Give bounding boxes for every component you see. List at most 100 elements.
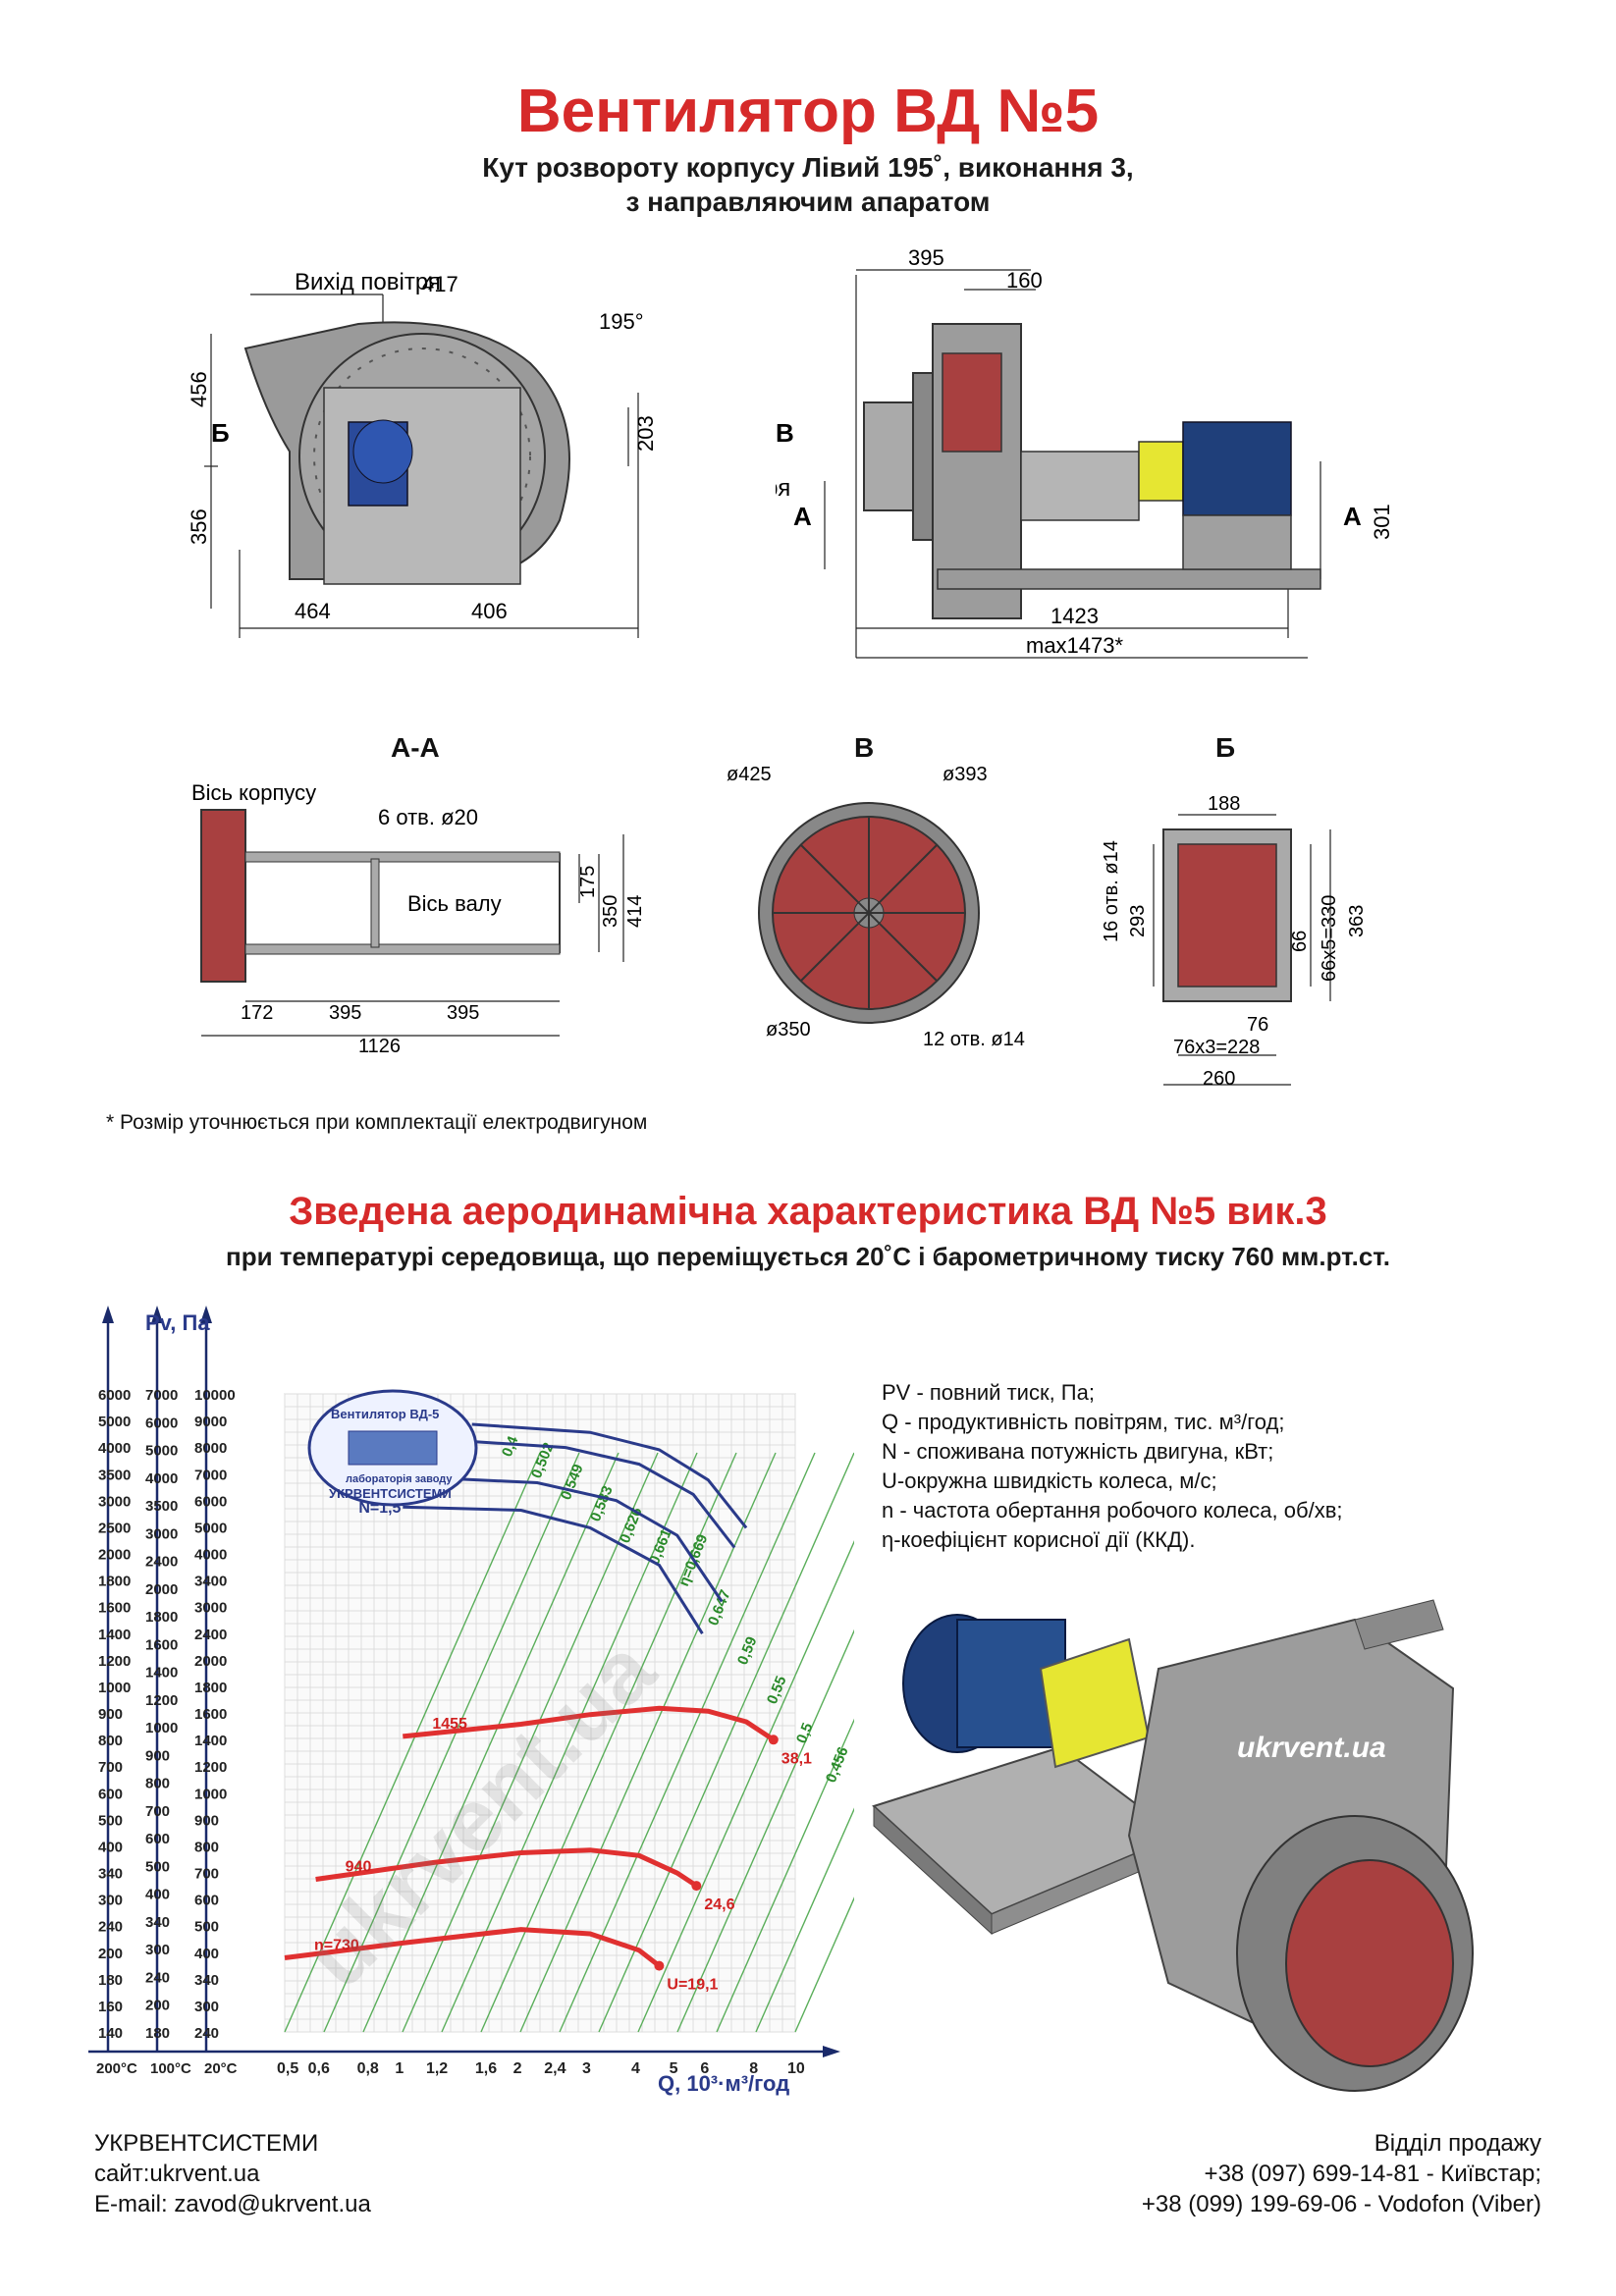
- aa-axis-shaft: Вісь валу: [407, 891, 502, 916]
- y-tick-label: 400: [145, 1887, 170, 1903]
- y-tick-label: 2000: [145, 1581, 178, 1598]
- legend-item: U-окружна швидкість колеса, м/с;: [882, 1468, 1217, 1493]
- y-axis-arrow: [200, 1306, 212, 1323]
- footer-right: Відділ продажу +38 (097) 699-14-81 - Киї…: [1142, 2128, 1541, 2219]
- speed-curve-label: 940: [346, 1858, 372, 1875]
- efficiency-ray: [402, 1452, 659, 2033]
- y-tick-label: 140: [98, 2025, 123, 2042]
- badge-fan-icon: [348, 1430, 438, 1466]
- efficiency-label: 0,5: [793, 1721, 817, 1746]
- footer-site[interactable]: сайт:ukrvent.ua: [94, 2161, 260, 2187]
- legend-item: PV - повний тиск, Па;: [882, 1380, 1095, 1405]
- y-tick-label: 1800: [194, 1680, 227, 1696]
- render-watermark: ukrvent.ua: [1237, 1732, 1386, 1764]
- y-tick-label: 800: [145, 1776, 170, 1792]
- y-axis-arrow: [151, 1306, 163, 1323]
- aa-dim-395b: 395: [447, 1002, 479, 1024]
- aero-chart: Pv, ПаQ, 10³·м³/год600050004000350030002…: [88, 1306, 854, 2096]
- efficiency-label: 0,4: [499, 1433, 522, 1459]
- dim-456: 456: [187, 371, 211, 407]
- b-dim-76: 76: [1247, 1014, 1268, 1036]
- efficiency-ray: [716, 1718, 854, 2033]
- footer-left: УКРВЕНТСИСТЕМИ сайт:ukrvent.ua E-mail: z…: [94, 2128, 371, 2219]
- speed-curve-end-point: [691, 1881, 702, 1892]
- x-axis-arrow: [823, 2046, 840, 2057]
- footer-phone-1[interactable]: +38 (097) 699-14-81 - Київстар;: [1204, 2161, 1541, 2187]
- y-tick-label: 240: [194, 2025, 219, 2042]
- side-view-drawing: 395 160 В А А Вхід повітря 301 1423 max1…: [776, 245, 1394, 659]
- footnote: * Розмір уточнюється при комплектації ел…: [106, 1111, 648, 1134]
- x-tick-label: 1: [395, 2060, 404, 2077]
- power-curve: [403, 1505, 704, 1634]
- dim-464: 464: [295, 599, 331, 623]
- footer-email[interactable]: E-mail: zavod@ukrvent.ua: [94, 2191, 371, 2217]
- dim-417: 417: [422, 272, 458, 296]
- y-tick-label: 1800: [98, 1574, 131, 1590]
- y-tick-label: 600: [145, 1831, 170, 1847]
- x-tick-label: 2: [513, 2060, 522, 2077]
- x-tick-label: 10: [787, 2060, 805, 2077]
- section-b-drawing: 188 16 отв. ø14 293 66x5=330 363 66 76 7…: [1101, 793, 1368, 1090]
- y-tick-label: 800: [98, 1733, 123, 1749]
- efficiency-ray: [794, 1896, 854, 2033]
- v-dim-393: ø393: [943, 764, 988, 785]
- y-tick-label: 2000: [98, 1547, 131, 1564]
- aa-holes: 6 отв. ø20: [378, 805, 478, 829]
- y-tick-label: 1400: [194, 1733, 227, 1749]
- front-air-out: Вихід повітря: [295, 269, 441, 295]
- speed-curve-label: 1455: [432, 1716, 467, 1733]
- side-dim-395: 395: [908, 245, 944, 270]
- section-b-title: Б: [1215, 732, 1236, 763]
- aero-title: Зведена аеродинамічна характеристика ВД …: [289, 1190, 1327, 1233]
- dim-406: 406: [471, 599, 508, 623]
- y-tick-label: 9000: [194, 1414, 227, 1430]
- y-tick-label: 340: [98, 1866, 123, 1883]
- aero-subtitle: при температурі середовища, що переміщує…: [226, 1242, 1390, 1271]
- section-aa-title: А-А: [391, 732, 440, 763]
- b-dim-66: 66: [1289, 931, 1311, 952]
- y-tick-label: 240: [145, 1969, 170, 1986]
- x-tick-label: 8: [749, 2060, 758, 2077]
- y-tick-label: 700: [98, 1759, 123, 1776]
- section-aa-drawing: Вісь корпусу 6 отв. ø20 Вісь валу 175 35…: [191, 780, 646, 1057]
- page-title: Вентилятор ВД №5: [516, 78, 1100, 145]
- y-tick-label: 2400: [194, 1627, 227, 1643]
- b-dim-76x3: 76x3=228: [1173, 1037, 1260, 1058]
- dim-angle: 195°: [599, 309, 644, 334]
- badge-top-text: Вентилятор ВД-5: [331, 1407, 439, 1421]
- fan-housing-front: [243, 321, 570, 585]
- y-tick-label: 900: [145, 1747, 170, 1764]
- efficiency-ray: [637, 1540, 854, 2033]
- y-tick-label: 300: [194, 1999, 219, 2015]
- x-tick-label: 6: [700, 2060, 709, 2077]
- side-dim-301: 301: [1370, 504, 1394, 540]
- y-axis-title: Pv, Па: [145, 1310, 210, 1335]
- temp-label: 100°С: [150, 2060, 191, 2077]
- aa-dim-1126: 1126: [358, 1036, 401, 1057]
- temp-label: 200°С: [96, 2060, 137, 2077]
- legend-item: Q - продуктивність повітрям, тис. м³/год…: [882, 1410, 1285, 1434]
- b-dim-363: 363: [1346, 905, 1368, 937]
- y-tick-label: 1000: [145, 1720, 178, 1736]
- efficiency-ray: [676, 1629, 854, 2033]
- y-tick-label: 2500: [98, 1520, 131, 1536]
- y-tick-label: 600: [194, 1893, 219, 1909]
- x-axis-title: Q, 10³·м³/год: [658, 2071, 789, 2096]
- v-holes: 12 отв. ø14: [923, 1029, 1025, 1050]
- footer-phone-2[interactable]: +38 (099) 199-69-06 - Vodofon (Viber): [1141, 2191, 1541, 2217]
- section-v-title: В: [854, 732, 875, 763]
- y-tick-label: 800: [194, 1839, 219, 1855]
- y-tick-label: 4000: [194, 1547, 227, 1564]
- dim-203: 203: [633, 415, 658, 452]
- y-tick-label: 160: [98, 1999, 123, 2015]
- dim-356: 356: [187, 508, 211, 545]
- side-label-v: В: [776, 418, 794, 448]
- x-tick-label: 1,6: [475, 2060, 497, 2077]
- efficiency-ray: [284, 1452, 541, 2033]
- v-dim-350: ø350: [766, 1019, 811, 1041]
- side-air-in: Вхід повітря: [776, 475, 790, 502]
- efficiency-ray: [480, 1452, 737, 2033]
- speed-curve: [284, 1927, 661, 1968]
- side-dim-1423: 1423: [1050, 604, 1099, 628]
- y-tick-label: 3500: [98, 1467, 131, 1483]
